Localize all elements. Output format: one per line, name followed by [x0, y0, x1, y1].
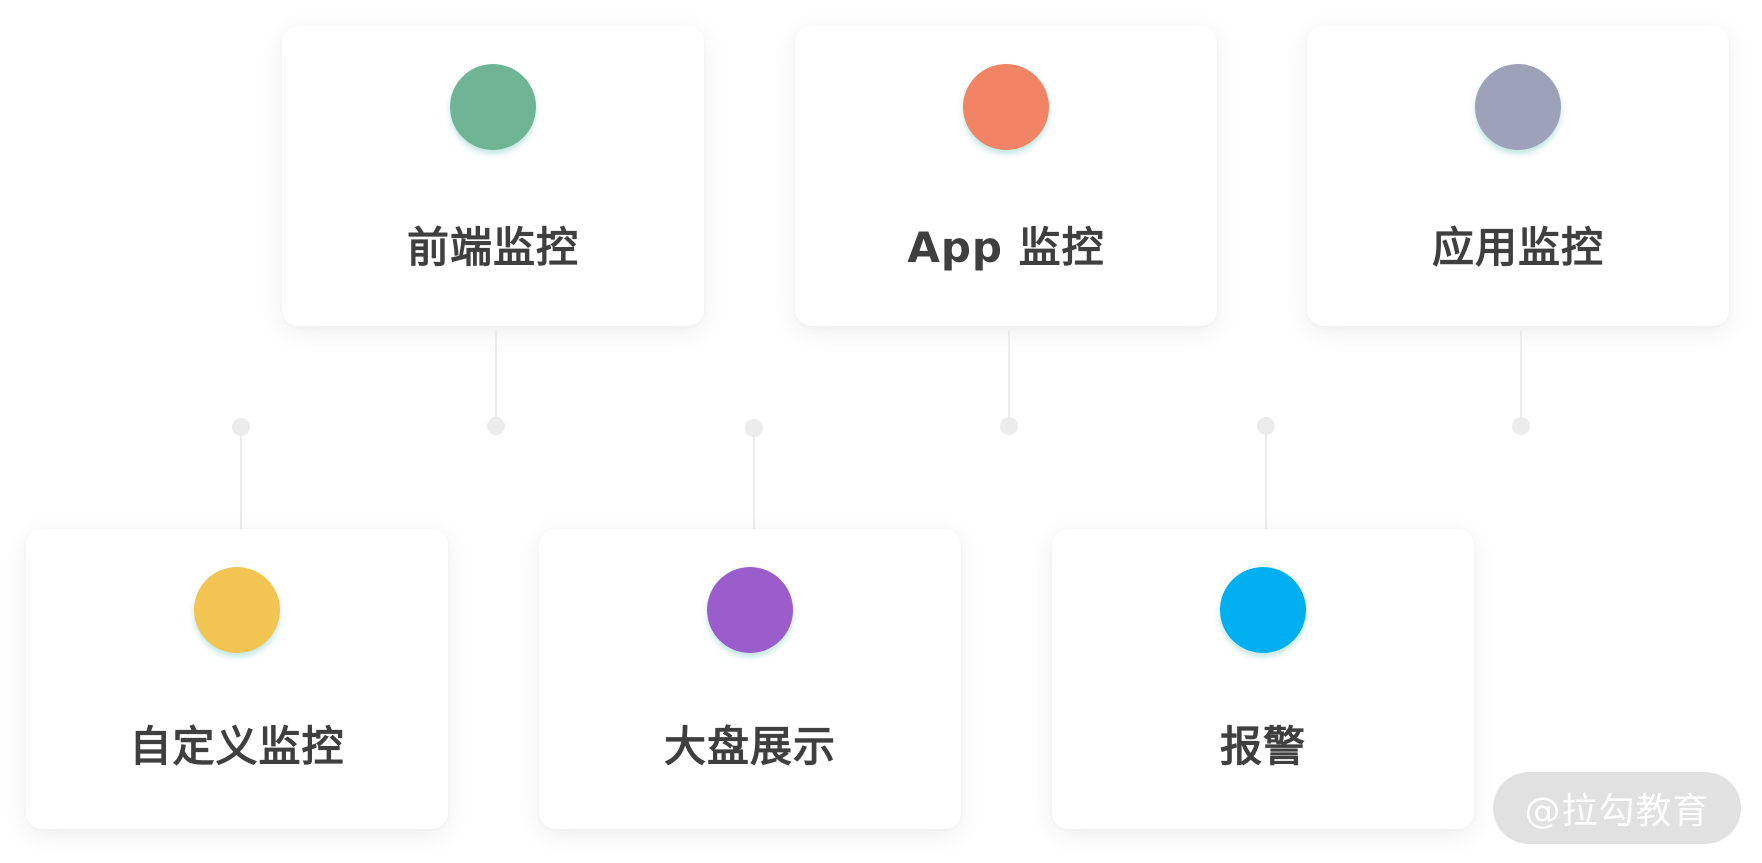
- connector-line: [240, 427, 242, 529]
- node-label: 应用监控: [1431, 223, 1604, 272]
- node-app-monitoring: App 监控: [795, 26, 1217, 326]
- node-color-dot: [450, 64, 536, 150]
- connector-dot: [1512, 417, 1530, 435]
- connector-line: [1265, 426, 1267, 529]
- node-label: 前端监控: [406, 223, 579, 272]
- node-label: 自定义监控: [129, 722, 345, 771]
- connector-dot: [1000, 417, 1018, 435]
- connector-line: [1008, 330, 1010, 426]
- connector-dot: [487, 417, 505, 435]
- node-alerting: 报警: [1052, 529, 1474, 829]
- node-custom-monitoring: 自定义监控: [26, 529, 448, 829]
- node-color-dot: [963, 64, 1049, 150]
- node-color-dot: [707, 567, 793, 653]
- connector-line: [753, 428, 755, 529]
- node-color-dot: [1475, 64, 1561, 150]
- node-label: 报警: [1219, 722, 1306, 771]
- node-dashboard-display: 大盘展示: [539, 529, 961, 829]
- watermark-badge: @拉勾教育: [1493, 772, 1741, 844]
- node-color-dot: [194, 567, 280, 653]
- node-label: App 监控: [907, 223, 1105, 272]
- node-label: 大盘展示: [663, 722, 836, 771]
- connector-line: [1520, 330, 1522, 426]
- node-frontend-monitoring: 前端监控: [282, 26, 704, 326]
- node-application-monitoring: 应用监控: [1307, 26, 1729, 326]
- connector-line: [495, 330, 497, 426]
- node-color-dot: [1220, 567, 1306, 653]
